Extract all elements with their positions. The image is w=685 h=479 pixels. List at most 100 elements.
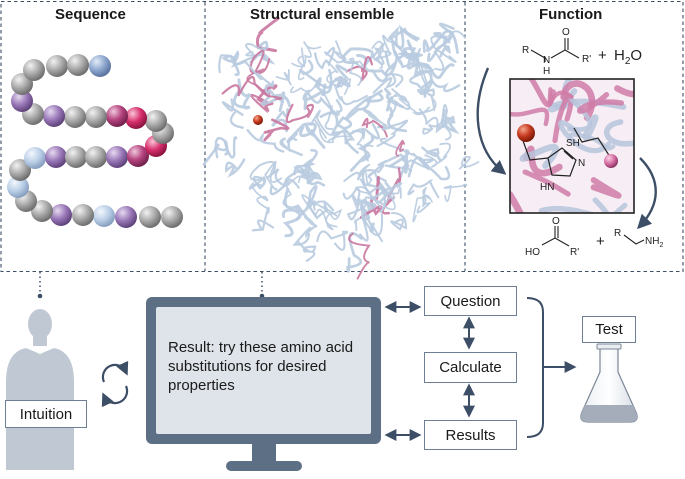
ribbon-strand: [314, 75, 343, 94]
sh-label: SH: [566, 138, 580, 149]
ribbon-strand: [407, 156, 451, 181]
substrate-amide-structure: [530, 38, 580, 62]
ribbon-strand: [343, 163, 371, 183]
zoom-ribbon-strand: [557, 119, 612, 154]
catalytic-sphere-pink: [604, 154, 618, 168]
ribbon-strand: [458, 155, 480, 170]
bead: [106, 146, 128, 168]
ribbon-strand: [275, 69, 292, 86]
ribbon-strand: [390, 24, 419, 60]
bead: [23, 59, 45, 81]
ribbon-strand: [202, 140, 229, 166]
ribbon-strand: [427, 22, 455, 62]
bead: [65, 146, 87, 168]
monitor-stand: [226, 461, 302, 471]
ribbon-strand: [248, 160, 277, 190]
monitor-screen: [156, 307, 371, 434]
structural-ensemble-title: Structural ensemble: [250, 6, 395, 23]
bead: [93, 205, 115, 227]
active-site-zoom: [510, 79, 634, 213]
erlenmeyer-flask-icon: [580, 343, 638, 423]
question-label: Question: [440, 292, 501, 310]
ribbon-strand: [349, 123, 380, 141]
curved-arrow-left: [476, 67, 507, 175]
ribbon-strand: [368, 213, 384, 243]
ribbon-strand: [364, 185, 387, 208]
bead: [85, 146, 107, 168]
zoom-ribbon-strand: [522, 169, 571, 197]
ribbon-strand: [323, 205, 343, 228]
bead: [85, 106, 107, 128]
zoom-ribbon-strand: [564, 211, 569, 213]
ribbon-strand: [291, 41, 322, 68]
ribbon-strand: [281, 208, 302, 238]
ribbon-strand: [309, 109, 341, 142]
results-label: Results: [445, 426, 496, 444]
ribbon-strand: [433, 32, 451, 58]
zoom-ribbon-strand: [567, 97, 592, 132]
ribbon-strand: [301, 194, 334, 231]
reaction-h-label: H: [543, 66, 550, 77]
ribbon-strand: [334, 64, 351, 88]
bead: [64, 106, 86, 128]
ribbon-strand: [385, 96, 408, 133]
ribbon-strand: [305, 90, 343, 116]
bead: [9, 159, 31, 181]
ribbon-strand: [355, 186, 382, 209]
ribbon-strand: [409, 68, 435, 97]
ribbon-strand: [383, 87, 404, 109]
ribbon-strand: [344, 95, 372, 121]
ribbon-strand: [232, 50, 275, 86]
ribbon-strand: [246, 128, 285, 153]
ribbon-strand: [416, 186, 431, 214]
zoom-ribbon-strand: [510, 107, 550, 127]
person-silhouette: [6, 309, 74, 470]
ribbon-strand: [372, 72, 404, 94]
ribbon-strand: [371, 51, 397, 83]
ribbon-strand: [407, 179, 440, 199]
zoom-ribbon-strand: [552, 93, 574, 144]
ribbon-strand: [388, 88, 411, 117]
ribbon-strand: [264, 160, 283, 191]
bead: [7, 176, 29, 198]
ribbon-strand: [361, 117, 388, 138]
bracket-to-test: [526, 297, 544, 438]
ribbon-strand: [376, 119, 409, 148]
monitor-neck: [252, 444, 276, 462]
ribbon-strand: [440, 115, 460, 135]
ribbon-strand: [295, 184, 318, 221]
ribbon-strand: [424, 142, 451, 168]
ribbon-strand: [371, 42, 385, 66]
ribbon-strand: [319, 111, 359, 154]
product-o-label: O: [552, 216, 560, 227]
ribbon-strand: [273, 91, 291, 113]
bead: [145, 110, 167, 132]
ribbon-strand: [305, 124, 326, 149]
ribbon-strand: [256, 40, 269, 61]
imidazole-n-label: N: [578, 158, 585, 169]
bead: [45, 146, 67, 168]
bead: [43, 105, 65, 127]
sequence-title: Sequence: [55, 6, 126, 23]
product-acid-structure: [541, 226, 645, 247]
ribbon-strand: [390, 211, 407, 231]
ribbon-strand: [411, 95, 437, 116]
ribbon-strand: [292, 226, 315, 246]
amino-acid-bead-chain: [7, 54, 183, 228]
ribbon-strand: [333, 84, 368, 106]
ribbon-strand: [395, 139, 406, 157]
ribbon-strand: [225, 158, 246, 178]
ribbon-strand: [379, 182, 396, 214]
ribbon-strand: [359, 211, 374, 242]
catalytic-sphere-red: [517, 124, 535, 142]
bead: [31, 200, 53, 222]
bead: [161, 206, 183, 228]
ribbon-strand: [422, 109, 447, 135]
intuition-label-box: Intuition: [5, 400, 87, 428]
zoom-ribbon-strand: [538, 197, 610, 213]
test-label: Test: [595, 321, 623, 338]
curved-arrow-right: [637, 157, 657, 230]
dashed-panel-frame: [0, 0, 684, 273]
bead: [127, 145, 149, 167]
